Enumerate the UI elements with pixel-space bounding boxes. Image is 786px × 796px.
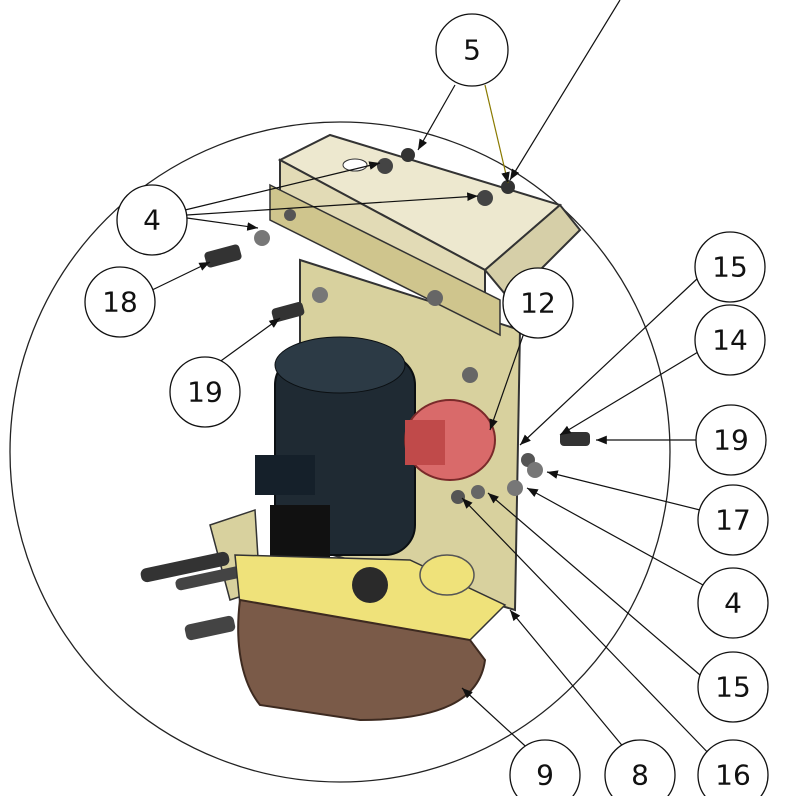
leader-12 <box>489 329 526 431</box>
nut <box>501 180 515 194</box>
callout-14: 14 <box>694 304 766 376</box>
fill-cap <box>419 554 475 596</box>
nut <box>377 158 393 174</box>
svg-text:9: 9 <box>536 759 554 792</box>
motor-clamp <box>255 455 315 495</box>
callout-balloons: 5 4 18 19 12 15 14 19 17 4 15 9 8 16 <box>84 13 769 796</box>
leader-lines <box>147 0 716 761</box>
detail-view-circle <box>9 121 671 783</box>
leader-17 <box>546 470 701 511</box>
leader-top <box>509 0 621 181</box>
callout-17: 17 <box>697 484 769 556</box>
gauge <box>352 567 388 603</box>
washer <box>507 480 523 496</box>
svg-text:12: 12 <box>520 287 556 320</box>
leader-9 <box>461 687 536 756</box>
callout-18: 18 <box>84 266 156 338</box>
leader-5 <box>417 84 456 151</box>
callout-4-left: 4 <box>116 184 188 256</box>
leader-8 <box>509 609 631 756</box>
svg-text:19: 19 <box>713 424 749 457</box>
callout-16: 16 <box>697 739 769 796</box>
nut <box>401 148 415 162</box>
nut <box>471 485 485 499</box>
wire-connector <box>175 565 245 591</box>
leader-19a <box>217 317 281 364</box>
callout-12: 12 <box>502 267 574 339</box>
svg-text:19: 19 <box>187 376 223 409</box>
callout-15-bottom: 15 <box>697 651 769 723</box>
callout-4-right: 4 <box>697 567 769 639</box>
bolt-19 <box>271 301 305 323</box>
svg-text:8: 8 <box>631 759 649 792</box>
callout-8: 8 <box>604 739 676 796</box>
nut <box>477 190 493 206</box>
leader-4-c <box>186 217 259 231</box>
washer <box>254 230 270 246</box>
motor-top-cap <box>274 336 406 394</box>
svg-text:5: 5 <box>463 34 481 67</box>
leader-4-a <box>184 161 381 211</box>
nut <box>527 462 543 478</box>
svg-text:4: 4 <box>143 204 161 237</box>
wire-connector <box>140 551 230 583</box>
svg-text:15: 15 <box>712 251 748 284</box>
leader-16 <box>461 497 716 761</box>
svg-text:18: 18 <box>102 286 138 319</box>
callout-15-top: 15 <box>694 231 766 303</box>
reservoir-tank <box>237 598 487 722</box>
leader-18 <box>147 261 211 293</box>
washer <box>312 287 328 303</box>
leader-15a <box>519 277 699 446</box>
assembly-illustration <box>140 133 590 722</box>
callout-9: 9 <box>509 739 581 796</box>
svg-text:4: 4 <box>724 587 742 620</box>
leader-5-yellow <box>484 84 510 184</box>
solenoid-body <box>405 420 445 465</box>
leader-15b <box>487 492 701 676</box>
leader-4-b <box>186 192 479 216</box>
callout-5: 5 <box>435 13 509 87</box>
wire-connector <box>184 615 236 641</box>
svg-text:15: 15 <box>715 671 751 704</box>
plate-bolt <box>462 367 478 383</box>
bolt-19-right <box>560 432 590 446</box>
svg-text:17: 17 <box>715 504 751 537</box>
bracket-bolt <box>427 290 443 306</box>
bolt-18 <box>204 244 242 268</box>
nut <box>451 490 465 504</box>
callout-19-left: 19 <box>169 356 241 428</box>
leader-14 <box>559 351 699 436</box>
upper-housing-side <box>483 203 582 302</box>
svg-text:16: 16 <box>715 759 751 792</box>
leader-4-right <box>526 487 704 586</box>
callout-19-right: 19 <box>695 404 767 476</box>
svg-text:14: 14 <box>712 324 748 357</box>
bracket-bolt <box>284 209 296 221</box>
